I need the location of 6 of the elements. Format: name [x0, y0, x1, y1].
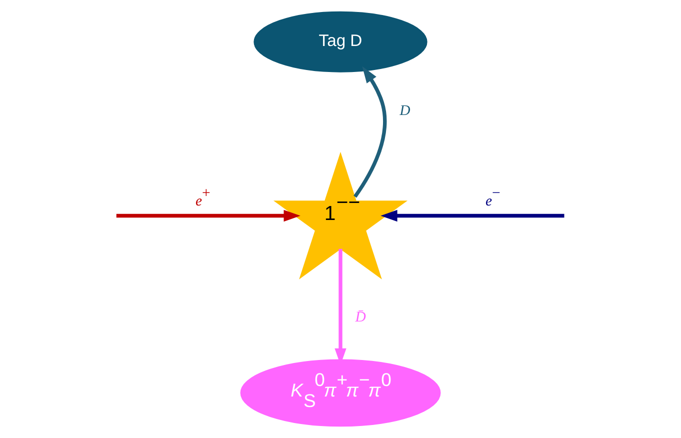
arrow — [354, 66, 387, 198]
edge-label: D — [400, 103, 410, 120]
node-ellipse: Tag D — [254, 11, 428, 72]
arrow — [116, 210, 300, 222]
edge-label: D̄ — [355, 310, 366, 326]
arrow — [380, 210, 564, 222]
